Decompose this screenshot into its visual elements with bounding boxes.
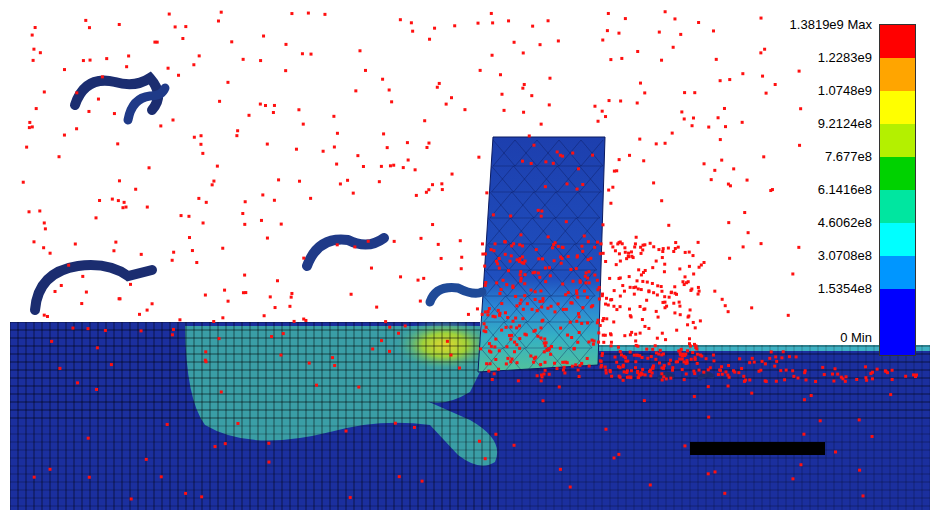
- legend-swatch: [880, 223, 915, 256]
- legend-swatch: [880, 58, 915, 91]
- workpiece: [10, 319, 930, 510]
- cutting-tool: [478, 137, 605, 374]
- legend-swatch: [880, 25, 915, 58]
- chips: [35, 78, 712, 378]
- legend-value: 1.5354e8: [816, 281, 874, 297]
- legend-swatch: [880, 322, 915, 355]
- legend-swatch: [880, 190, 915, 223]
- legend-swatch: [880, 256, 915, 289]
- legend-frame: [879, 24, 916, 356]
- legend-value: 9.2124e8: [816, 116, 874, 132]
- legend-value: 6.1416e8: [816, 182, 874, 198]
- legend-value: 1.0748e9: [816, 83, 874, 99]
- legend-swatch: [880, 289, 915, 322]
- legend-value: 0 Min: [838, 330, 874, 346]
- sph-particles: [22, 10, 918, 500]
- legend-value: 4.6062e8: [816, 215, 874, 231]
- legend-swatch: [880, 157, 915, 190]
- scale-bar: [690, 442, 825, 455]
- legend-swatch: [880, 91, 915, 124]
- legend-value: 1.2283e9: [816, 50, 874, 66]
- legend-value: 7.677e8: [823, 149, 874, 165]
- legend-value: 1.3819e9 Max: [788, 17, 874, 33]
- legend-swatch: [880, 124, 915, 157]
- legend-value: 3.0708e8: [816, 248, 874, 264]
